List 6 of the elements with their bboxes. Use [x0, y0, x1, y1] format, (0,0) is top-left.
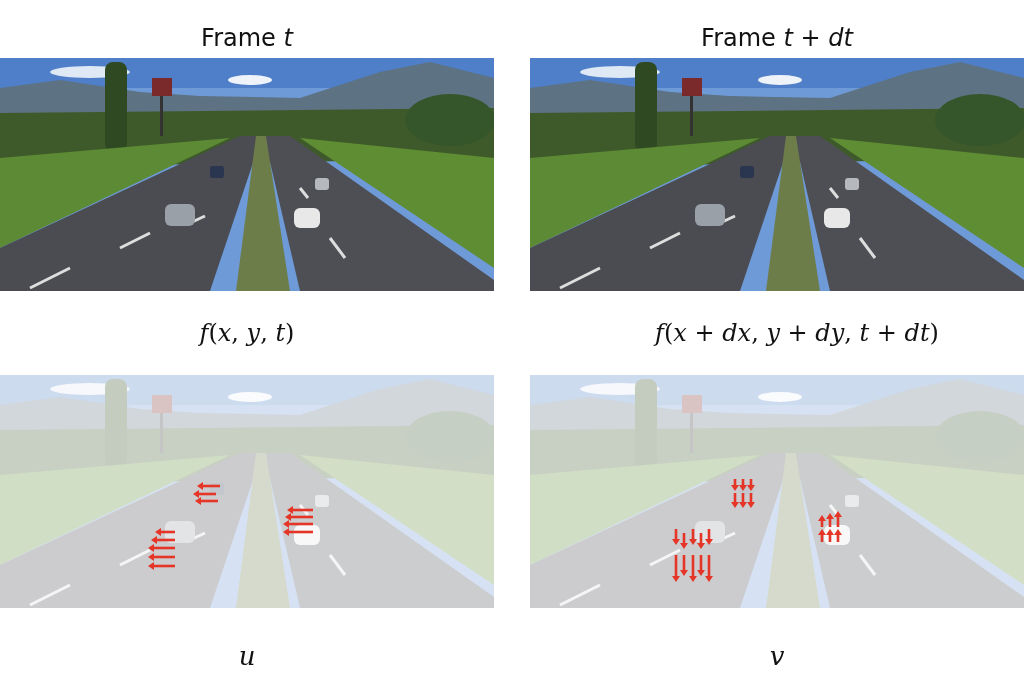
formula-label: u: [238, 641, 256, 671]
formula-label: f(x, y, t): [199, 319, 295, 347]
formula-label: v: [769, 641, 785, 671]
formula-label: f(x + dx, y + dy, t + dt): [655, 319, 939, 347]
frame-label: Frame t + dt: [701, 24, 853, 52]
frame-label: Frame t: [201, 24, 293, 52]
